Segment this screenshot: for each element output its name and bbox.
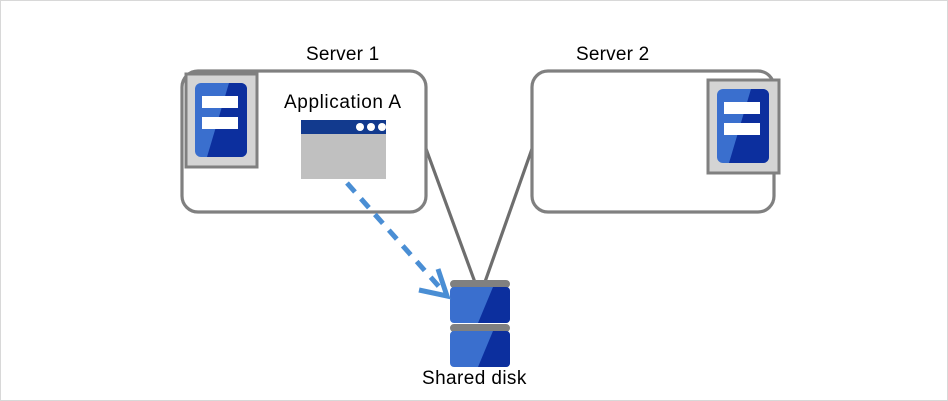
server-icon xyxy=(706,78,781,175)
shared-disk-icon xyxy=(450,280,510,367)
application-a-label: Application A xyxy=(284,92,402,113)
connector-server2-to-disk xyxy=(478,145,535,297)
server-1-label: Server 1 xyxy=(306,44,380,65)
server-icon xyxy=(184,72,259,169)
application-to-disk-arrow xyxy=(345,181,451,300)
application-window-icon xyxy=(301,120,386,179)
connector-server1-to-disk xyxy=(423,145,482,297)
server-2-label: Server 2 xyxy=(576,44,650,65)
shared-disk-label: Shared disk xyxy=(422,368,527,389)
